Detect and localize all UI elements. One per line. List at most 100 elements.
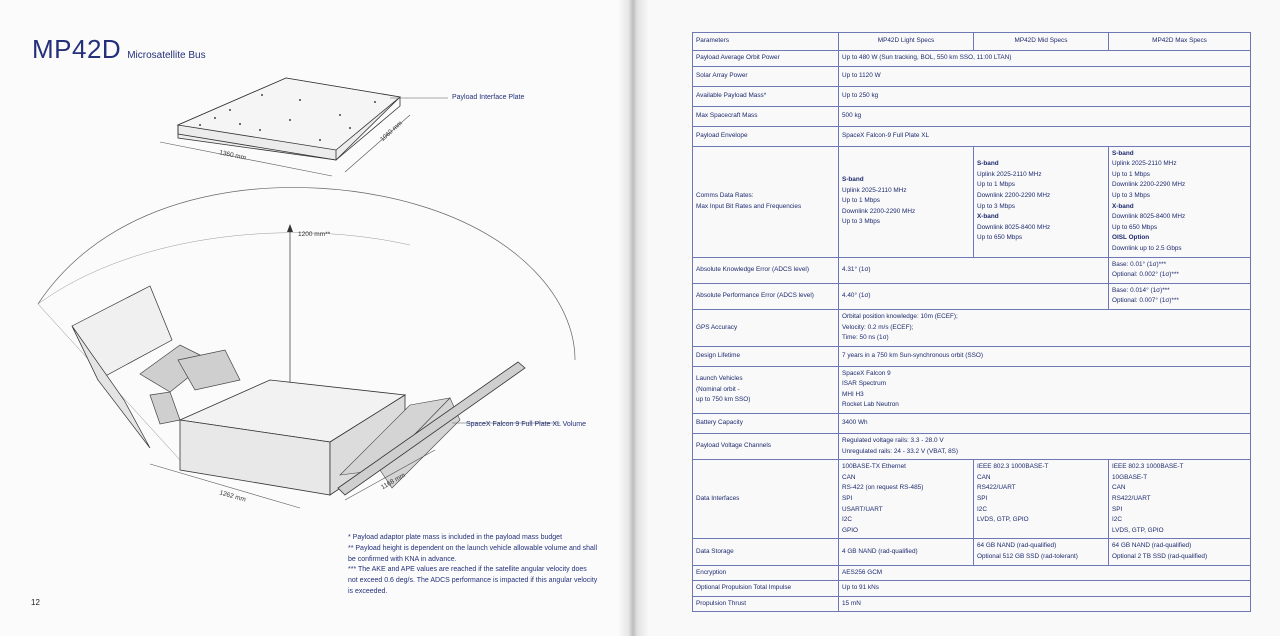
table-row: Design Lifetime 7 years in a 750 km Sun-…: [692, 345, 1251, 367]
row-param: Max Spacecraft Mass: [692, 105, 839, 127]
band-label: S-band: [977, 160, 999, 168]
row-value-max: IEEE 802.3 1000BASE-T 10GBASE-T CAN RS42…: [1108, 459, 1251, 540]
band-label: S-band: [1112, 149, 1134, 157]
band-detail: Downlink up to 2.5 Gbps: [1112, 244, 1182, 252]
row-value-max: Base: 0.014° (1σ)*** Optional: 0.007° (1…: [1108, 282, 1251, 310]
row-value-light: 4 GB NAND (rad-qualified): [838, 538, 974, 566]
volume-callout: SpaceX Falcon 9 Full Plate XL Volume: [466, 421, 586, 428]
row-value-mid: 64 GB NAND (rad-qualified) Optional 512 …: [973, 538, 1109, 566]
page-number: 12: [31, 598, 40, 607]
row-value: 4.31° (1σ): [838, 256, 1109, 284]
band-label: X-band: [1112, 202, 1134, 210]
row-value: AES256 GCM: [838, 564, 1251, 582]
base-depth-dim: [344, 449, 436, 501]
envelope-arc: [37, 187, 576, 361]
deployment-rail: [337, 361, 526, 496]
footnote: ** Payload height is dependent on the la…: [348, 544, 598, 563]
row-param: Payload Average Orbit Power: [692, 50, 839, 67]
table-row: Launch Vehicles (Nominal orbit - up to 7…: [692, 365, 1251, 415]
plate-holes: [199, 94, 376, 141]
row-value-mid: IEEE 802.3 1000BASE-T CAN RS422/UART SPI…: [973, 459, 1109, 540]
table-header-row: Parameters MP42D Light Specs MP42D Mid S…: [692, 32, 1251, 51]
row-value: SpaceX Falcon 9 ISAR Spectrum MHI H3 Roc…: [838, 365, 1251, 415]
table-row: Available Payload Mass* Up to 250 kg: [692, 85, 1251, 107]
title-main: MP42D: [32, 34, 122, 64]
spacecraft-body: [178, 379, 407, 496]
footnote: *** The AKE and APE values are reached i…: [348, 566, 598, 595]
row-param: Propulsion Thrust: [692, 595, 839, 613]
row-param: Payload Voltage Channels: [692, 433, 839, 461]
header-max: MP42D Max Specs: [1108, 32, 1251, 51]
row-param: Absolute Knowledge Error (ADCS level): [692, 256, 839, 284]
row-value-max: Base: 0.01° (1σ)*** Optional: 0.002° (1σ…: [1108, 256, 1251, 284]
table-row-comms: Comms Data Rates: Max Input Bit Rates an…: [692, 145, 1251, 258]
row-value: Up to 480 W (Sun tracking, BOL, 550 km S…: [838, 50, 1251, 67]
row-param: Data Storage: [692, 538, 839, 566]
table-row: Encryption AES256 GCM: [692, 564, 1251, 582]
page-title: MP42D Microsatellite Bus: [32, 34, 206, 65]
deployment-hinge: [139, 344, 241, 425]
row-value: Up to 91 kNs: [838, 580, 1251, 597]
height-label: 1200 mm**: [298, 231, 331, 238]
band-detail: Uplink 2025-2110 MHz Up to 1 Mbps Downli…: [842, 186, 916, 226]
spec-table: Parameters MP42D Light Specs MP42D Mid S…: [692, 32, 1251, 613]
book-gutter: [618, 0, 648, 636]
row-param: Available Payload Mass*: [692, 85, 839, 107]
table-row: Payload Envelope SpaceX Falcon-9 Full Pl…: [692, 125, 1251, 147]
band-label: S-band: [842, 176, 864, 184]
table-row: Payload Voltage Channels Regulated volta…: [692, 433, 1251, 461]
table-row: Battery Capacity 3400 Wh: [692, 413, 1251, 435]
row-param: Battery Capacity: [692, 413, 839, 435]
row-param: Comms Data Rates: Max Input Bit Rates an…: [692, 145, 839, 258]
row-value: SpaceX Falcon-9 Full Plate XL: [838, 125, 1251, 147]
footnote: * Payload adaptor plate mass is included…: [348, 534, 563, 541]
header-light: MP42D Light Specs: [838, 32, 974, 51]
table-row: GPS Accuracy Orbital position knowledge:…: [692, 308, 1251, 347]
title-sub: Microsatellite Bus: [127, 50, 206, 61]
header-parameters: Parameters: [692, 32, 839, 51]
table-row: Max Spacecraft Mass 500 kg: [692, 105, 1251, 127]
table-row: Data Interfaces 100BASE-TX Ethernet CAN …: [692, 459, 1251, 540]
row-value-max: 64 GB NAND (rad-qualified) Optional 2 TB…: [1108, 538, 1251, 566]
table-row: Absolute Performance Error (ADCS level) …: [692, 282, 1251, 310]
plate-depth-dim: [344, 114, 411, 173]
height-arrowhead: [287, 224, 293, 232]
header-mid: MP42D Mid Specs: [973, 32, 1109, 51]
row-param: Solar Array Power: [692, 65, 839, 87]
row-param: Launch Vehicles (Nominal orbit - up to 7…: [692, 365, 839, 415]
row-value: 7 years in a 750 km Sun-synchronous orbi…: [838, 345, 1251, 367]
payload-interface-plate: [176, 77, 401, 161]
envelope-arc-inner: [37, 232, 411, 305]
row-value: 500 kg: [838, 105, 1251, 127]
table-row: Solar Array Power Up to 1120 W: [692, 65, 1251, 87]
band-detail: Uplink 2025-2110 MHz Up to 1 Mbps Downli…: [977, 170, 1051, 210]
plate-callout: Payload Interface Plate: [452, 94, 525, 101]
row-value: Orbital position knowledge: 10m (ECEF); …: [838, 308, 1251, 347]
band-label: OISL Option: [1112, 234, 1150, 242]
row-param: Optional Propulsion Total Impulse: [692, 580, 839, 597]
band-label: X-band: [977, 213, 999, 221]
table-row: Optional Propulsion Total Impulse Up to …: [692, 580, 1251, 597]
row-value: 15 mN: [838, 595, 1251, 613]
row-param: GPS Accuracy: [692, 308, 839, 347]
row-value: Regulated voltage rails: 3.3 - 28.0 V Un…: [838, 433, 1251, 461]
comms-light: S-band Uplink 2025-2110 MHz Up to 1 Mbps…: [838, 145, 974, 258]
row-value: 4.40° (1σ): [838, 282, 1109, 310]
base-width-dim: [149, 463, 301, 509]
footnotes: * Payload adaptor plate mass is included…: [348, 533, 598, 598]
plate-width-dim: [159, 141, 333, 177]
row-param: Absolute Performance Error (ADCS level): [692, 282, 839, 310]
table-row: Propulsion Thrust 15 mN: [692, 595, 1251, 613]
solar-panel: [71, 285, 173, 449]
row-value: 3400 Wh: [838, 413, 1251, 435]
comms-mid: S-band Uplink 2025-2110 MHz Up to 1 Mbps…: [973, 145, 1109, 258]
comms-max: S-band Uplink 2025-2110 MHz Up to 1 Mbps…: [1108, 145, 1251, 258]
row-value-light: 100BASE-TX Ethernet CAN RS-422 (on reque…: [838, 459, 974, 540]
technical-drawing: [37, 77, 576, 509]
band-detail: Downlink 8025-8400 MHz Up to 650 Mbps: [977, 223, 1051, 242]
row-param: Payload Envelope: [692, 125, 839, 147]
table-row: Absolute Knowledge Error (ADCS level) 4.…: [692, 256, 1251, 284]
band-detail: Downlink 8025-8400 MHz Up to 650 Mbps: [1112, 213, 1186, 231]
band-detail: Uplink 2025-2110 MHz Up to 1 Mbps Downli…: [1112, 160, 1186, 199]
